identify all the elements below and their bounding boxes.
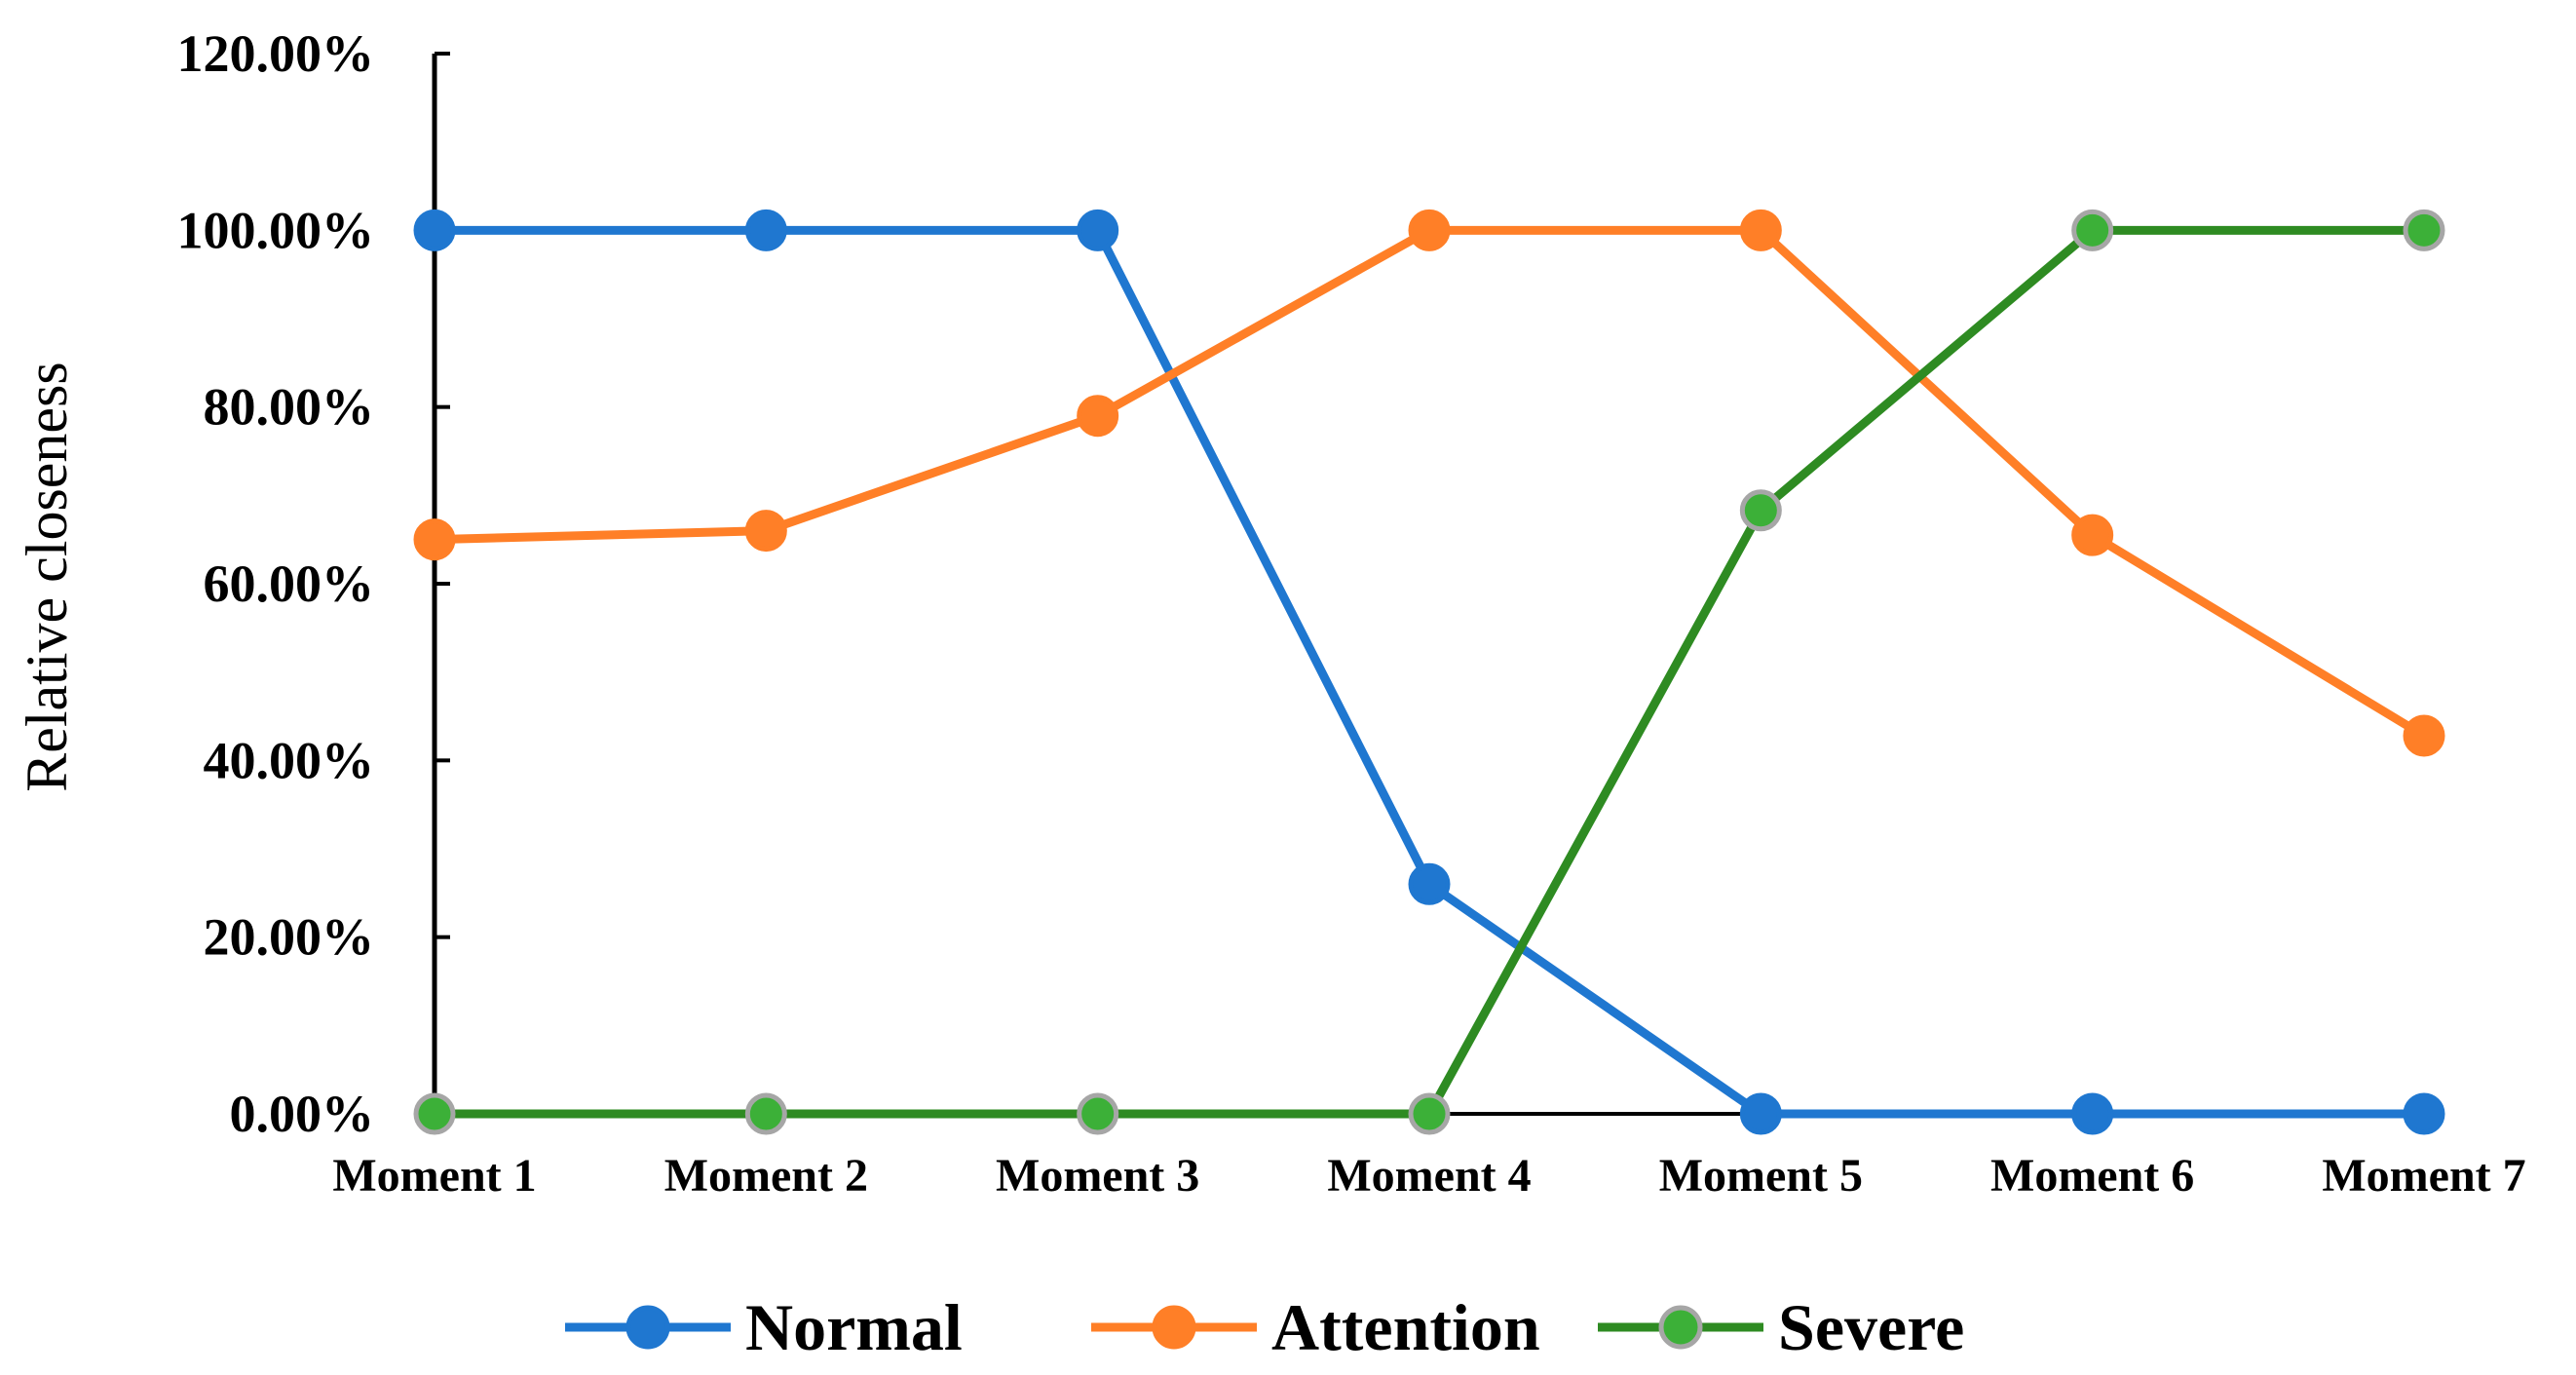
legend-label: Normal bbox=[745, 1290, 963, 1364]
severe-point bbox=[413, 1092, 456, 1135]
legend-marker bbox=[1152, 1305, 1196, 1350]
severe-line bbox=[435, 225, 2424, 1119]
y-tick-label: 60.00% bbox=[204, 554, 375, 613]
attention-line bbox=[434, 225, 2427, 740]
attention-point bbox=[744, 510, 787, 553]
x-tick-label: Moment 5 bbox=[1659, 1150, 1863, 1202]
y-axis: 0.00% 20.00% 40.00% 60.00% 80.00% 100.00% 120.… bbox=[177, 24, 450, 1143]
legend: Normal Attention Severe bbox=[565, 1290, 1964, 1364]
y-tick-label: 100.00% bbox=[177, 201, 375, 259]
attention-point bbox=[1077, 395, 1119, 438]
series-severe bbox=[413, 209, 2445, 1135]
y-axis-title: Relative closeness bbox=[15, 362, 79, 792]
x-tick-label: Moment 3 bbox=[996, 1150, 1199, 1202]
x-tick-label: Moment 7 bbox=[2322, 1150, 2525, 1202]
severe-point bbox=[1077, 1092, 1119, 1135]
attention-point bbox=[1408, 209, 1451, 251]
legend-label: Attention bbox=[1271, 1290, 1540, 1364]
normal-point bbox=[1077, 209, 1119, 251]
series-normal bbox=[413, 209, 2445, 1135]
x-tick-label: Moment 4 bbox=[1327, 1150, 1531, 1202]
y-tick-label: 40.00% bbox=[204, 731, 375, 789]
legend-item-normal: Normal bbox=[565, 1290, 963, 1364]
series-attention bbox=[413, 209, 2445, 757]
severe-point bbox=[1739, 489, 1782, 532]
y-tick-label: 0.00% bbox=[230, 1085, 375, 1143]
legend-label: Severe bbox=[1778, 1290, 1964, 1364]
x-tick-label: Moment 2 bbox=[664, 1150, 868, 1202]
attention-point bbox=[2403, 714, 2445, 757]
normal-line bbox=[435, 225, 2424, 1119]
y-tick-label: 20.00% bbox=[204, 908, 375, 967]
normal-point bbox=[2403, 1092, 2445, 1135]
normal-point bbox=[744, 209, 787, 251]
normal-point bbox=[2071, 1092, 2114, 1135]
normal-point bbox=[1739, 1092, 1782, 1135]
severe-point bbox=[1408, 1092, 1451, 1135]
attention-point bbox=[1739, 209, 1782, 251]
severe-point bbox=[2403, 209, 2445, 251]
x-tick-label: Moment 1 bbox=[332, 1150, 536, 1202]
y-tick-label: 120.00% bbox=[177, 24, 375, 83]
legend-item-severe: Severe bbox=[1598, 1290, 1964, 1364]
severe-point bbox=[2071, 209, 2114, 251]
severe-point bbox=[744, 1092, 787, 1135]
legend-marker bbox=[1658, 1305, 1703, 1350]
normal-point bbox=[1408, 862, 1451, 905]
legend-item-attention: Attention bbox=[1091, 1290, 1540, 1364]
series-lines bbox=[413, 209, 2445, 1135]
attention-point bbox=[2071, 514, 2114, 556]
y-tick-label: 80.00% bbox=[204, 378, 375, 437]
x-tick-label: Moment 6 bbox=[1990, 1150, 2194, 1202]
normal-point bbox=[413, 209, 456, 251]
x-axis: Moment 1 Moment 2 Moment 3 Moment 4 Moment 5… bbox=[332, 1112, 2526, 1202]
legend-marker bbox=[625, 1305, 670, 1350]
attention-point bbox=[413, 518, 456, 561]
